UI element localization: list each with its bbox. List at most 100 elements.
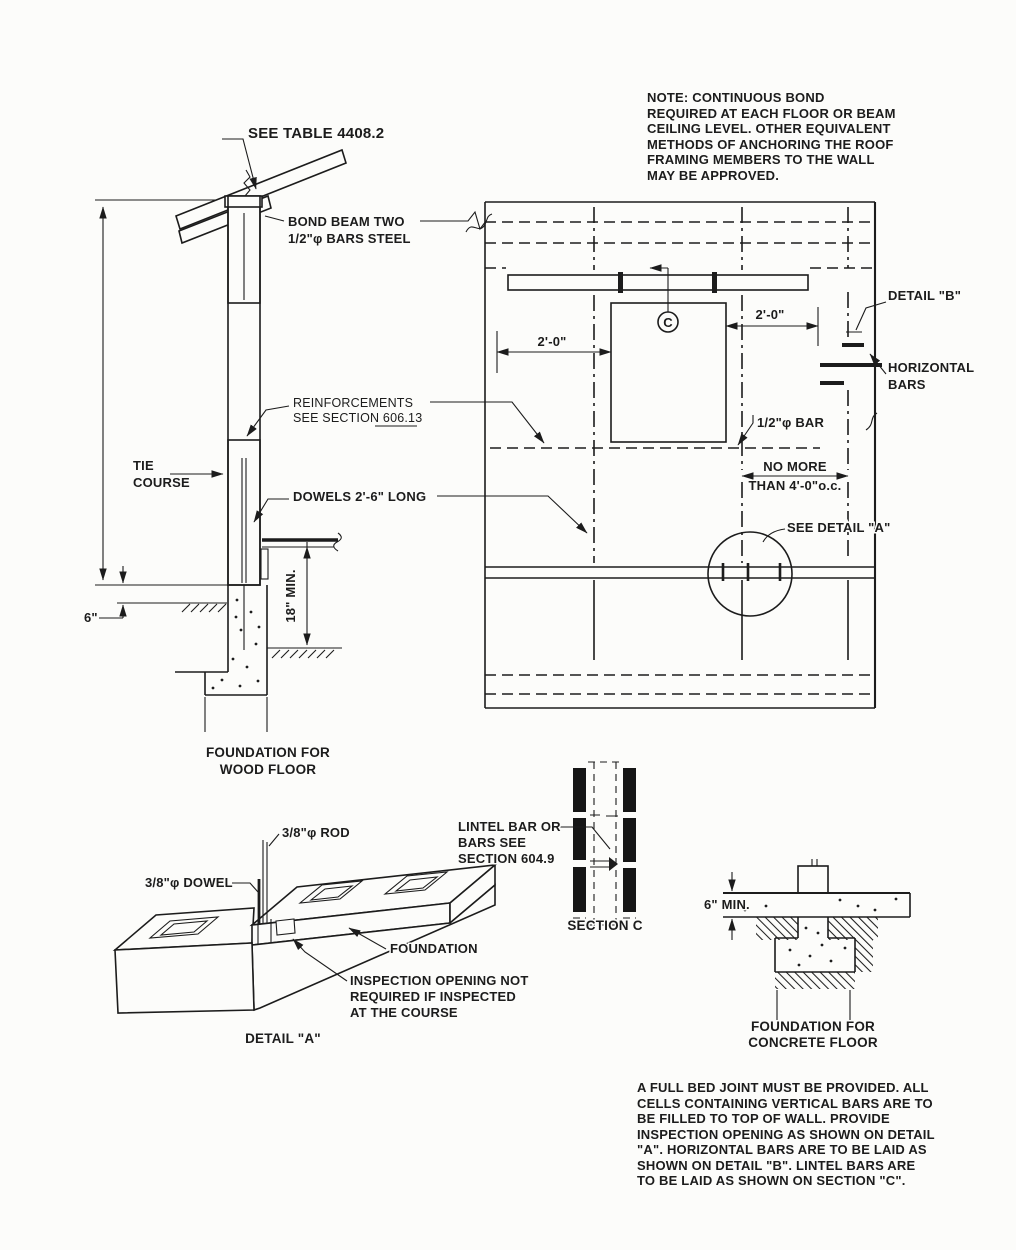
grade-hatch: [181, 603, 227, 613]
lintel-bar-label: LINTEL BAR OR: [458, 819, 561, 834]
inspection-plug: [275, 918, 296, 936]
wood-floor-caption: WOOD FLOOR: [220, 762, 317, 777]
concrete-dots: [743, 897, 898, 967]
leader-line: [348, 927, 387, 950]
leader-line: [869, 353, 887, 375]
inspection-label: AT THE COURSE: [350, 1005, 458, 1020]
footing-outline: [774, 917, 856, 973]
earth-hatch: [855, 940, 873, 972]
break-symbol: [865, 412, 878, 431]
floor-dowel-ticks: [721, 563, 782, 581]
reinforcements-label: REINFORCEMENTS: [293, 396, 413, 410]
break-symbol: [333, 532, 342, 552]
grade-depth-dim: 6": [84, 610, 98, 625]
tie-course-label: COURSE: [133, 475, 190, 490]
dowels-label: DOWELS 2'-6" LONG: [293, 489, 426, 504]
earth-hatch: [828, 917, 878, 940]
masonry-wall-stub: [797, 865, 829, 894]
spacing-label: NO MORE: [763, 459, 827, 474]
bond-beam-label: BOND BEAM TWO: [288, 214, 405, 229]
leader-line: [222, 138, 257, 190]
wood-floor-caption: FOUNDATION FOR: [206, 745, 330, 760]
leader-line: [292, 938, 348, 982]
note-line: NOTE: CONTINUOUS BOND: [647, 90, 825, 105]
lintel-bar-arrow: [609, 857, 618, 871]
note-line: A FULL BED JOINT MUST BE PROVIDED. ALL: [637, 1080, 929, 1095]
horizontal-bars-label: HORIZONTAL: [888, 360, 974, 375]
detail-a-caption: DETAIL "A": [245, 1031, 321, 1046]
leader-line: [737, 415, 754, 446]
top-note: NOTE: CONTINUOUS BOND REQUIRED AT EACH F…: [646, 89, 897, 185]
note-line: SHOWN ON DETAIL "B". LINTEL BARS ARE: [637, 1158, 915, 1173]
bottom-bond-course-lines: [485, 674, 875, 695]
note-line: "A". HORIZONTAL BARS ARE TO BE LAID AS: [637, 1142, 927, 1157]
section-c-caption: SECTION C: [567, 918, 642, 933]
lintel-splice-tick: [712, 272, 717, 293]
foundation-front-face: [114, 942, 255, 1014]
detail-a-view: 3/8"φ ROD 3/8"φ DOWEL FOUNDATION INSPECT…: [112, 824, 530, 1048]
cell-dashed-lines: [573, 761, 636, 926]
vertical-bar-lines-below-floor: [593, 580, 849, 660]
lintel-splice-tick: [618, 272, 623, 293]
leader-line: [556, 826, 611, 850]
concrete-foundation-view: 6" MIN. FOUNDATION FOR CONCRETE FLOOR: [703, 859, 911, 1052]
cell-dashed-lines: [593, 762, 617, 925]
ledger-board: [260, 548, 269, 580]
leader-line: [264, 215, 285, 222]
leader-line: [232, 882, 259, 893]
detail-b-label: DETAIL "B": [888, 288, 961, 303]
leader-line: [268, 833, 280, 847]
inspection-label: INSPECTION OPENING NOT: [350, 973, 528, 988]
bond-beam-course: [227, 206, 261, 304]
rod-label: 3/8"φ ROD: [282, 825, 350, 840]
lintel-bar-label: BARS SEE: [458, 835, 526, 850]
connector-line: [420, 210, 487, 231]
tie-course-label: TIE: [133, 458, 154, 473]
detail-a-reference-circle: [707, 531, 793, 617]
slab-bottom: [723, 893, 911, 918]
note-line: FRAMING MEMBERS TO THE WALL: [647, 152, 875, 167]
note-line: CEILING LEVEL. OTHER EQUIVALENT: [647, 121, 891, 136]
spacing-label: THAN 4'-0"o.c.: [749, 478, 842, 493]
half-bar-label: 1/2"φ BAR: [757, 415, 825, 430]
leader-line: [430, 401, 545, 444]
block-core-hole-inner: [394, 876, 439, 892]
note-line: CELLS CONTAINING VERTICAL BARS ARE TO: [637, 1096, 933, 1111]
roof-rafter: [175, 148, 347, 231]
block-core-hole-inner: [159, 920, 209, 936]
lintel-bar-label: SECTION 604.9: [458, 851, 555, 866]
dowel-label: 3/8"φ DOWEL: [145, 875, 233, 890]
see-table-label: SEE TABLE 4408.2: [248, 125, 384, 142]
section-marker-bubble: [657, 311, 679, 333]
anchor-tick: [811, 859, 818, 866]
note-line: REQUIRED AT EACH FLOOR OR BEAM: [647, 106, 896, 121]
lintel-block-shells: [573, 768, 636, 912]
note-line: BE FILLED TO TOP OF WALL. PROVIDE: [637, 1111, 890, 1126]
section-marker-letter: C: [663, 315, 673, 330]
earth-hatch: [756, 917, 798, 940]
cut-continuation: [204, 697, 268, 732]
note-line: INSPECTION OPENING AS SHOWN ON DETAIL: [637, 1127, 935, 1142]
note-line: METHODS OF ANCHORING THE ROOF: [647, 137, 894, 152]
grade-hatch: [271, 649, 335, 659]
horizontal-bars: [820, 343, 882, 385]
foundation-label: FOUNDATION: [390, 941, 478, 956]
wall-elevation-view: C 2'-0" 2'-0" DETAIL "B" HORIZONTAL BARS…: [465, 201, 976, 709]
leader-line: [253, 498, 289, 523]
horizontal-bars-label: BARS: [888, 377, 926, 392]
bottom-note: A FULL BED JOINT MUST BE PROVIDED. ALL C…: [636, 1079, 937, 1190]
vertical-bar-lines: [593, 207, 849, 563]
slab-thickness-dim: 6" MIN.: [704, 897, 750, 912]
section-c-view: LINTEL BAR OR BARS SEE SECTION 604.9 SEC…: [457, 761, 644, 935]
cut-continuation: [776, 990, 851, 1020]
bond-beam-label: 1/2"φ BARS STEEL: [288, 231, 411, 246]
concrete-floor-caption: FOUNDATION FOR: [751, 1019, 875, 1034]
foundation-outline: [175, 585, 268, 696]
concrete-dots: [211, 598, 261, 690]
bond-beam-course-lines: [485, 221, 875, 244]
leader-line: [246, 405, 290, 437]
note-line: TO BE LAID AS SHOWN ON SECTION "C".: [637, 1173, 906, 1188]
inspection-label: REQUIRED IF INSPECTED: [350, 989, 516, 1004]
lintel-bar: [507, 274, 809, 291]
